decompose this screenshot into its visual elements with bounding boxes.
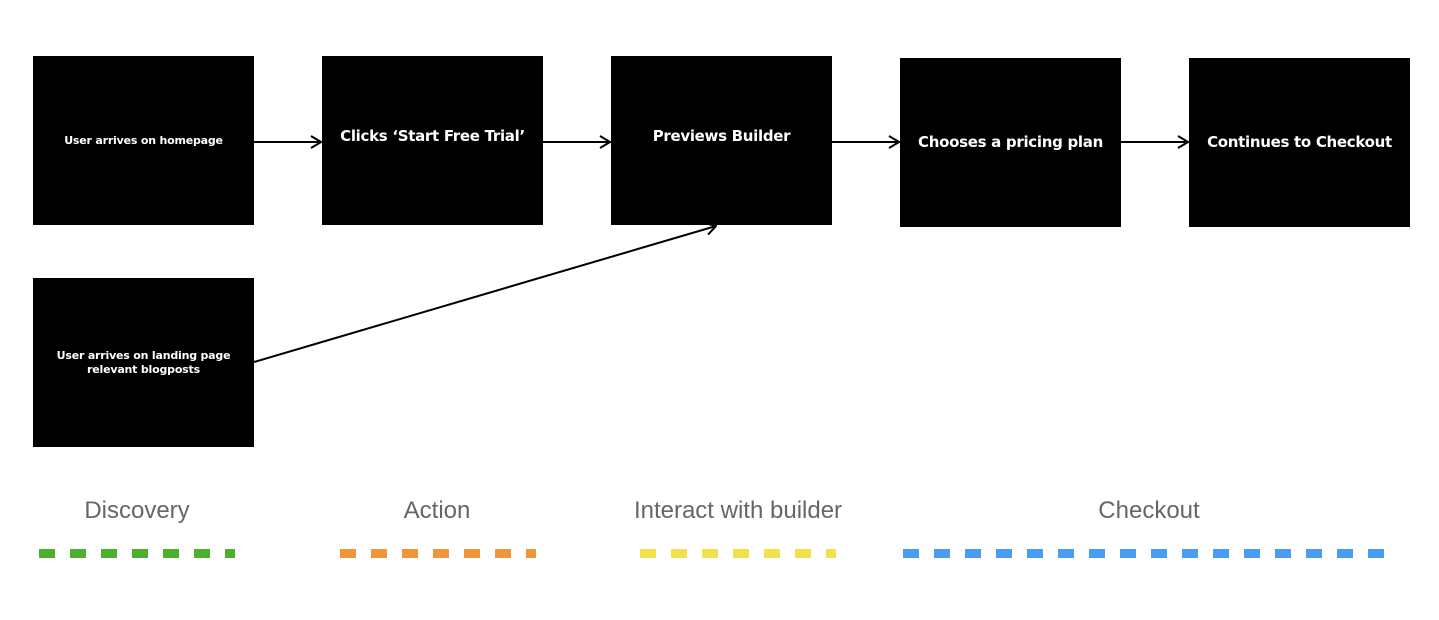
step-landing-page: User arrives on landing page relevant bl… (33, 278, 254, 447)
step-start-free-trial: Clicks ‘Start Free Trial’ (322, 56, 543, 225)
step-homepage-label: User arrives on homepage (64, 133, 223, 147)
arrow-landing-to-preview (253, 226, 716, 363)
step-homepage: User arrives on homepage (33, 56, 254, 225)
phase-divider-action (340, 549, 536, 558)
phase-divider-checkout (903, 549, 1396, 558)
phase-label-interact: Interact with builder (633, 497, 843, 524)
step-pricing-plan: Chooses a pricing plan (900, 58, 1121, 227)
phase-divider-interact (640, 549, 836, 558)
step-previews-builder: Previews Builder (611, 56, 832, 225)
step-start-free-trial-label: Clicks ‘Start Free Trial’ (340, 127, 525, 145)
phase-label-checkout: Checkout (1098, 497, 1200, 524)
phase-label-action: Action (403, 497, 471, 524)
step-checkout: Continues to Checkout (1189, 58, 1410, 227)
step-checkout-label: Continues to Checkout (1207, 133, 1392, 151)
step-landing-page-label: User arrives on landing page relevant bl… (56, 348, 231, 376)
phase-label-discovery: Discovery (84, 497, 190, 524)
step-previews-builder-label: Previews Builder (652, 127, 791, 145)
step-pricing-plan-label: Chooses a pricing plan (918, 133, 1103, 151)
phase-divider-discovery (39, 549, 235, 558)
